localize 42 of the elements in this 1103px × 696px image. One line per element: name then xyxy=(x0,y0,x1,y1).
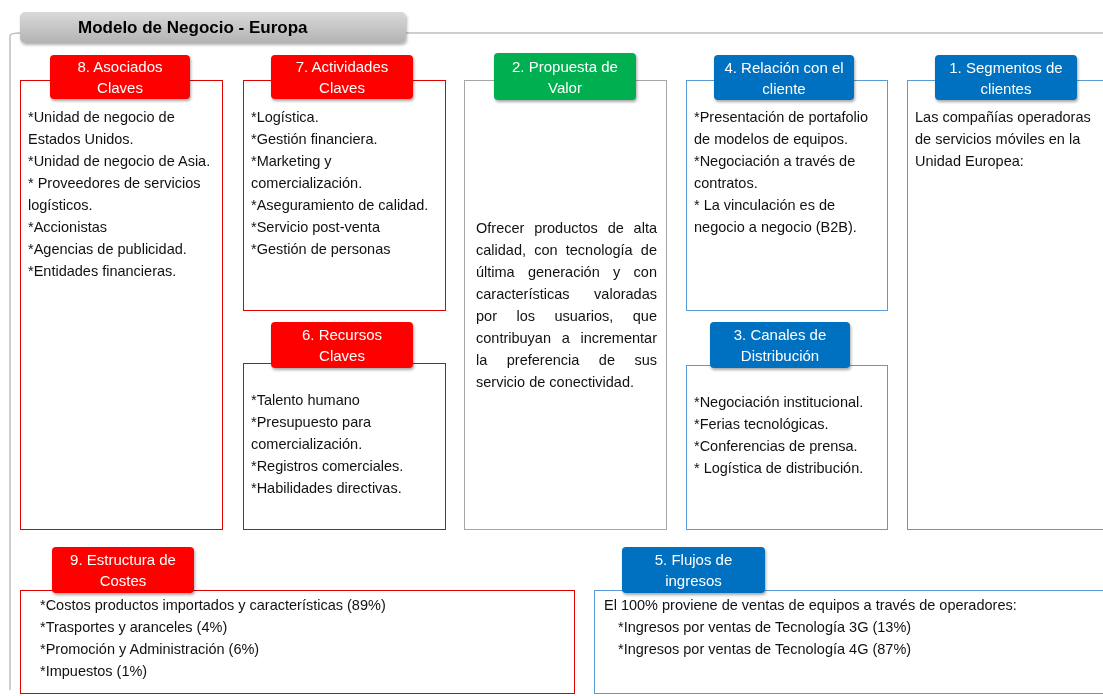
description-text: Ofrecer productos de alta calidad, con tecnología de última generación y con características valoradas por los usuarios, que contribuyan a incrementar la preferencia de sus servicio de conectividad. xyxy=(476,219,657,392)
list-item: *Ferias tecnológicas. xyxy=(694,415,830,434)
list-item: *Accionistas xyxy=(28,218,108,237)
list-item: *Gestión de personas xyxy=(251,240,392,259)
section-heading: 8. Asociados Claves xyxy=(50,55,190,99)
list-item: Las compañías operadoras de servicios móviles en la Unidad Europea: xyxy=(915,108,1092,171)
section-heading: 7. Actividades Claves xyxy=(271,55,413,99)
list-item: *Negociación a través de contratos. xyxy=(694,152,857,193)
list-item: *Presupuesto para comercialización. xyxy=(251,413,373,454)
section-heading: 4. Relación con el cliente xyxy=(714,55,854,100)
list-item: El 100% proviene de ventas de equipos a través de operadores: xyxy=(604,596,1018,615)
list-item: *Aseguramiento de calidad. xyxy=(251,196,430,215)
list-item: *Unidad de negocio de Estados Unidos. xyxy=(28,108,176,149)
list-item: *Promoción y Administración (6%) xyxy=(40,640,261,659)
list-item: *Unidad de negocio de Asia. xyxy=(28,152,212,171)
list-item: *Marketing y comercialización. xyxy=(251,152,364,193)
list-item: *Habilidades directivas. xyxy=(251,479,403,498)
list-item: *Trasportes y aranceles (4%) xyxy=(40,618,229,637)
list-item: *Conferencias de prensa. xyxy=(694,437,859,456)
list-item: *Logística. xyxy=(251,108,320,127)
list-item: *Talento humano xyxy=(251,391,361,410)
list-item: *Impuestos (1%) xyxy=(40,662,149,681)
section-heading: 3. Canales de Distribución xyxy=(710,322,850,368)
list-item: *Negociación institucional. xyxy=(694,393,865,412)
section-heading: 9. Estructura de Costes xyxy=(52,547,194,593)
list-item: * La vinculación es de negocio a negocio (B2B). xyxy=(694,196,858,237)
title-tab: Modelo de Negocio - Europa xyxy=(20,12,406,43)
section-heading: 6. Recursos Claves xyxy=(271,322,413,368)
list-item: * Proveedores de servicios logísticos. xyxy=(28,174,202,215)
list-item: *Costos productos importados y características (89%) xyxy=(40,596,387,615)
list-item: *Ingresos por ventas de Tecnología 4G (87%) xyxy=(617,640,913,659)
list-item: *Ingresos por ventas de Tecnología 3G (13%) xyxy=(617,618,913,637)
list-item: *Presentación de portafolio de modelos de equipos. xyxy=(694,108,870,149)
list-item: *Servicio post-venta xyxy=(251,218,381,237)
list-item: *Entidades financieras. xyxy=(28,262,178,281)
section-heading: 2. Propuesta de Valor xyxy=(494,53,636,100)
list-item: * Logística de distribución. xyxy=(694,459,865,478)
section-heading: 1. Segmentos de clientes xyxy=(935,55,1077,100)
section-heading: 5. Flujos de ingresos xyxy=(622,547,765,593)
list-item: *Gestión financiera. xyxy=(251,130,379,149)
list-item: *Registros comerciales. xyxy=(251,457,405,476)
list-item: *Agencias de publicidad. xyxy=(28,240,188,259)
